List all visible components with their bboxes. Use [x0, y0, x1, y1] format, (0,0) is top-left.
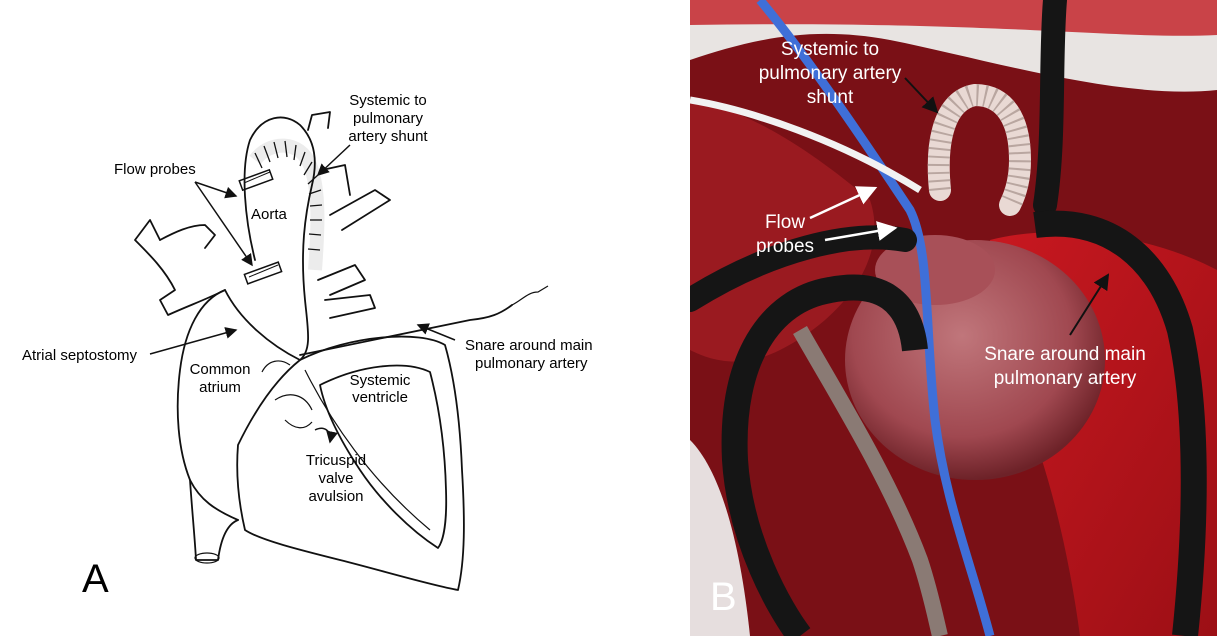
ivc-opening — [194, 552, 220, 564]
label-snare-2: pulmonary artery — [475, 355, 588, 372]
white-wire — [690, 96, 922, 193]
black-cable-loop — [721, 274, 928, 636]
pulmonary-branch — [317, 264, 366, 296]
label-tricuspid-3: avulsion — [308, 488, 363, 505]
label-b-snare-1: Snare around main — [984, 344, 1146, 365]
label-common-1: Common — [190, 361, 251, 378]
flow-probe-1 — [238, 168, 274, 192]
snare-tail — [511, 285, 549, 306]
label-b-flow-1: Flow — [765, 212, 805, 233]
superior-vena-cava — [134, 219, 226, 316]
ventricle-outline — [236, 335, 465, 591]
panel-letter-b: B — [710, 575, 737, 619]
black-cable-right — [1033, 210, 1207, 636]
pulmonary-branch-2 — [324, 294, 376, 319]
top-drape-blood — [690, 0, 1217, 36]
snare-arrow-a — [416, 323, 456, 341]
shunt-arrow-b — [904, 77, 939, 114]
panel-b-photo: Systemic to pulmonary artery shunt Flow … — [690, 0, 1217, 636]
metal-retractor — [793, 326, 948, 636]
panel-a-diagram: Systemic to pulmonary artery shunt Flow … — [22, 92, 593, 601]
shunt-arrow — [316, 144, 351, 177]
label-tricuspid-1: Tricuspid — [306, 452, 366, 469]
shunt-graft-rings — [254, 140, 323, 251]
head-vessel-3 — [329, 189, 391, 231]
panel-letter-a: A — [82, 557, 109, 601]
left-vessels — [159, 224, 216, 249]
systemic-ventricle-cavity — [319, 364, 448, 549]
label-shunt-2: pulmonary — [353, 110, 424, 127]
label-atrial-septostomy: Atrial septostomy — [22, 347, 138, 364]
aorta — [243, 116, 316, 361]
head-vessel-1 — [307, 111, 331, 131]
flow-probes-arrow-1 — [194, 181, 238, 199]
label-systemic-1: Systemic — [350, 372, 411, 389]
atrial-septostomy-mark — [261, 360, 291, 373]
snare-arrow-b — [1069, 273, 1110, 336]
label-flow-probes: Flow probes — [114, 161, 196, 178]
flow-probes-arrow-2 — [194, 181, 253, 267]
label-shunt-3: artery shunt — [348, 128, 428, 145]
tricuspid-arrow — [314, 427, 338, 444]
towel-left — [690, 440, 750, 636]
surgical-photo: Systemic to pulmonary artery shunt Flow … — [690, 0, 1217, 636]
septum — [304, 369, 431, 531]
label-b-shunt-2: pulmonary artery — [759, 63, 902, 84]
flow-probes-arrow-b1 — [809, 186, 878, 220]
septostomy-arrow — [149, 327, 238, 355]
label-b-shunt-1: Systemic to — [781, 39, 879, 60]
label-shunt-1: Systemic to — [349, 92, 427, 109]
shunt-graft-photo — [927, 83, 1032, 216]
label-common-2: atrium — [199, 379, 241, 396]
label-aorta: Aorta — [251, 206, 288, 223]
flow-probe-2 — [243, 261, 283, 285]
heart-upper — [875, 235, 995, 305]
label-snare-1: Snare around main — [465, 337, 593, 354]
flow-probes-arrow-b2 — [824, 221, 898, 242]
label-systemic-2: ventricle — [352, 389, 408, 406]
black-cable-top — [1033, 0, 1067, 217]
head-vessel-2 — [321, 164, 351, 196]
tricuspid-valve — [274, 394, 313, 429]
heart-diagram: Systemic to pulmonary artery shunt Flow … — [22, 92, 593, 601]
label-b-shunt-3: shunt — [807, 87, 854, 108]
snare-wire — [299, 304, 513, 356]
blue-cable — [756, 0, 995, 636]
label-tricuspid-2: valve — [318, 470, 353, 487]
label-b-flow-2: probes — [756, 236, 814, 257]
label-b-snare-2: pulmonary artery — [994, 368, 1137, 389]
common-atrium-outline — [176, 289, 301, 521]
